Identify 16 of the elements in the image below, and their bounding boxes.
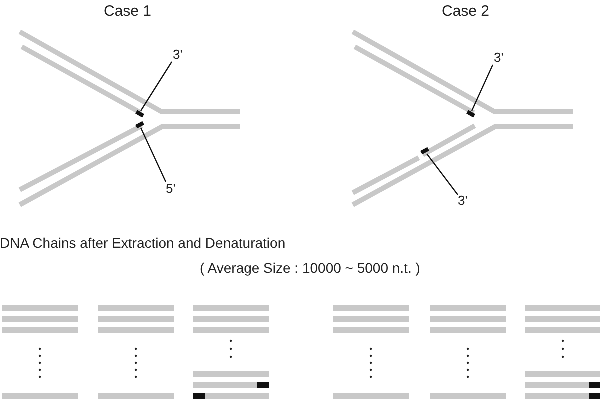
strand-end-label: 3' <box>494 51 504 64</box>
strand-end-label: 3' <box>458 194 468 207</box>
leader-line <box>426 154 458 196</box>
strand-end-mark <box>420 147 430 155</box>
strand-end-mark <box>136 121 144 129</box>
case-title: Case 2 <box>442 4 490 19</box>
leader-line <box>140 62 172 112</box>
case-title: Case 1 <box>104 4 152 19</box>
strand-end-mark <box>466 110 476 118</box>
leader-line <box>140 128 167 182</box>
strand-end-label: 3' <box>173 48 183 61</box>
strand-end-label: 5' <box>166 182 176 195</box>
size-note: ( Average Size : 10000 ~ 5000 n.t. ) <box>200 261 420 275</box>
section-heading: DNA Chains after Extraction and Denaturation <box>0 236 286 250</box>
strand-end-mark <box>136 110 144 118</box>
leader-line <box>471 64 494 112</box>
